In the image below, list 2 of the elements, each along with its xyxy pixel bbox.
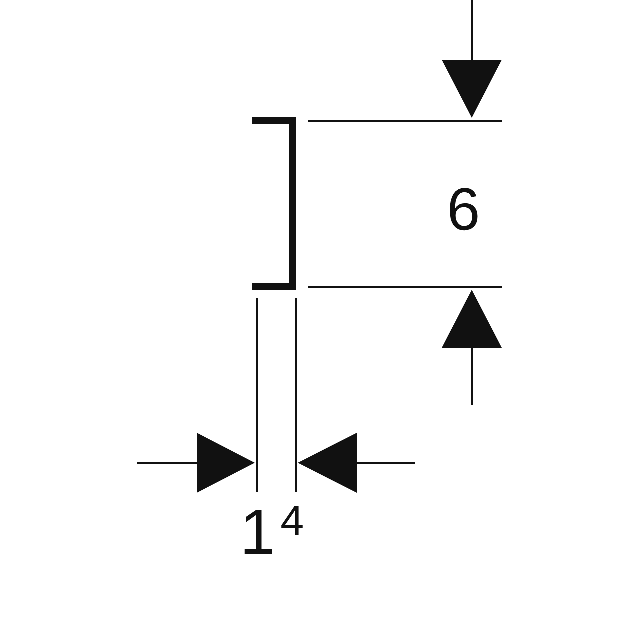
dimension-value: 1$^{4}$ (240, 500, 304, 564)
dimension-value: 6 (447, 180, 480, 240)
